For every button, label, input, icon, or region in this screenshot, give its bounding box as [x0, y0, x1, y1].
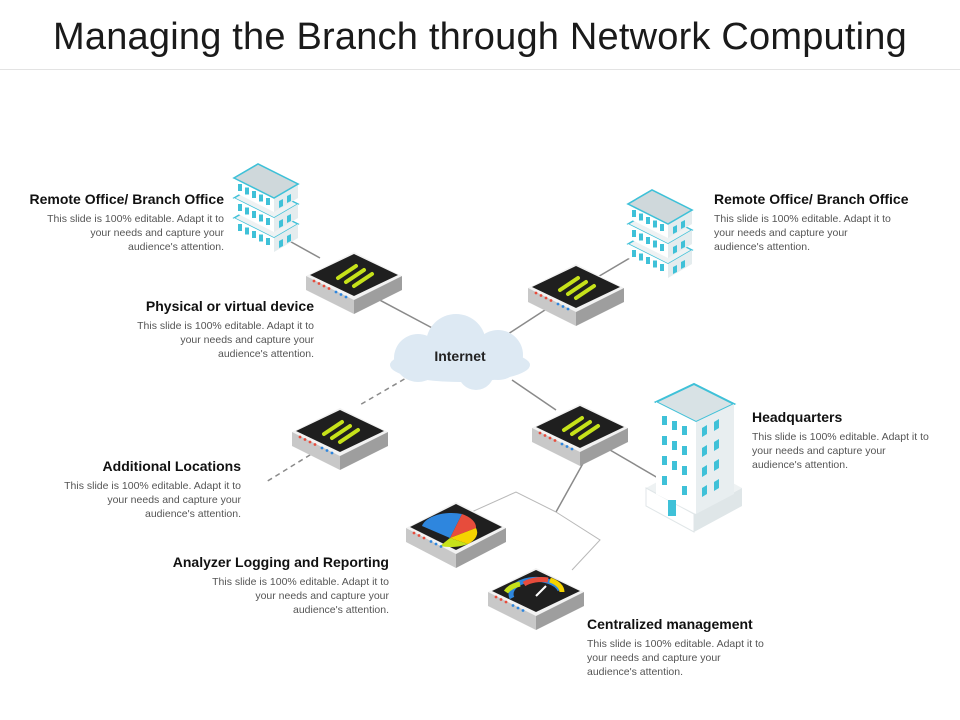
- building-remote-right: [626, 189, 694, 279]
- label-description: This slide is 100% editable. Adapt it to…: [587, 638, 764, 678]
- label-description: This slide is 100% editable. Adapt it to…: [212, 576, 389, 616]
- device-top-right: [526, 262, 626, 328]
- label-heading: Analyzer Logging and Reporting: [172, 554, 389, 570]
- label-heading: Headquarters: [752, 409, 843, 425]
- internet-label: Internet: [434, 348, 486, 364]
- analyzer-device: [406, 502, 506, 568]
- label-centralized-management: Centralized management This slide is 100…: [587, 616, 837, 680]
- label-description: This slide is 100% editable. Adapt it to…: [47, 213, 224, 253]
- page-title: Managing the Branch through Network Comp…: [53, 16, 907, 58]
- label-heading: Remote Office/ Branch Office: [29, 191, 225, 207]
- label-description: This slide is 100% editable. Adapt it to…: [714, 213, 891, 253]
- label-heading: Centralized management: [587, 616, 753, 632]
- building-remote-left: [232, 163, 300, 253]
- label-remote-office-left: Remote Office/ Branch Office This slide …: [0, 191, 225, 255]
- label-additional-locations: Additional Locations This slide is 100% …: [0, 458, 241, 522]
- device-additional: [290, 406, 390, 472]
- device-hq: [530, 402, 630, 468]
- label-remote-office-right: Remote Office/ Branch Office This slide …: [714, 191, 960, 255]
- internet-cloud: [390, 314, 530, 390]
- label-description: This slide is 100% editable. Adapt it to…: [137, 320, 314, 360]
- title-divider: [0, 69, 960, 70]
- label-physical-device: Physical or virtual device This slide is…: [64, 298, 314, 362]
- label-analyzer-logging: Analyzer Logging and Reporting This slid…: [139, 554, 389, 618]
- label-description: This slide is 100% editable. Adapt it to…: [752, 431, 929, 471]
- headquarters-building: [645, 382, 742, 533]
- label-heading: Remote Office/ Branch Office: [714, 191, 909, 207]
- centralized-management-device: [488, 568, 584, 630]
- label-description: This slide is 100% editable. Adapt it to…: [64, 480, 241, 520]
- label-heading: Additional Locations: [102, 458, 241, 474]
- label-heading: Physical or virtual device: [145, 298, 314, 314]
- label-headquarters: Headquarters This slide is 100% editable…: [752, 409, 960, 473]
